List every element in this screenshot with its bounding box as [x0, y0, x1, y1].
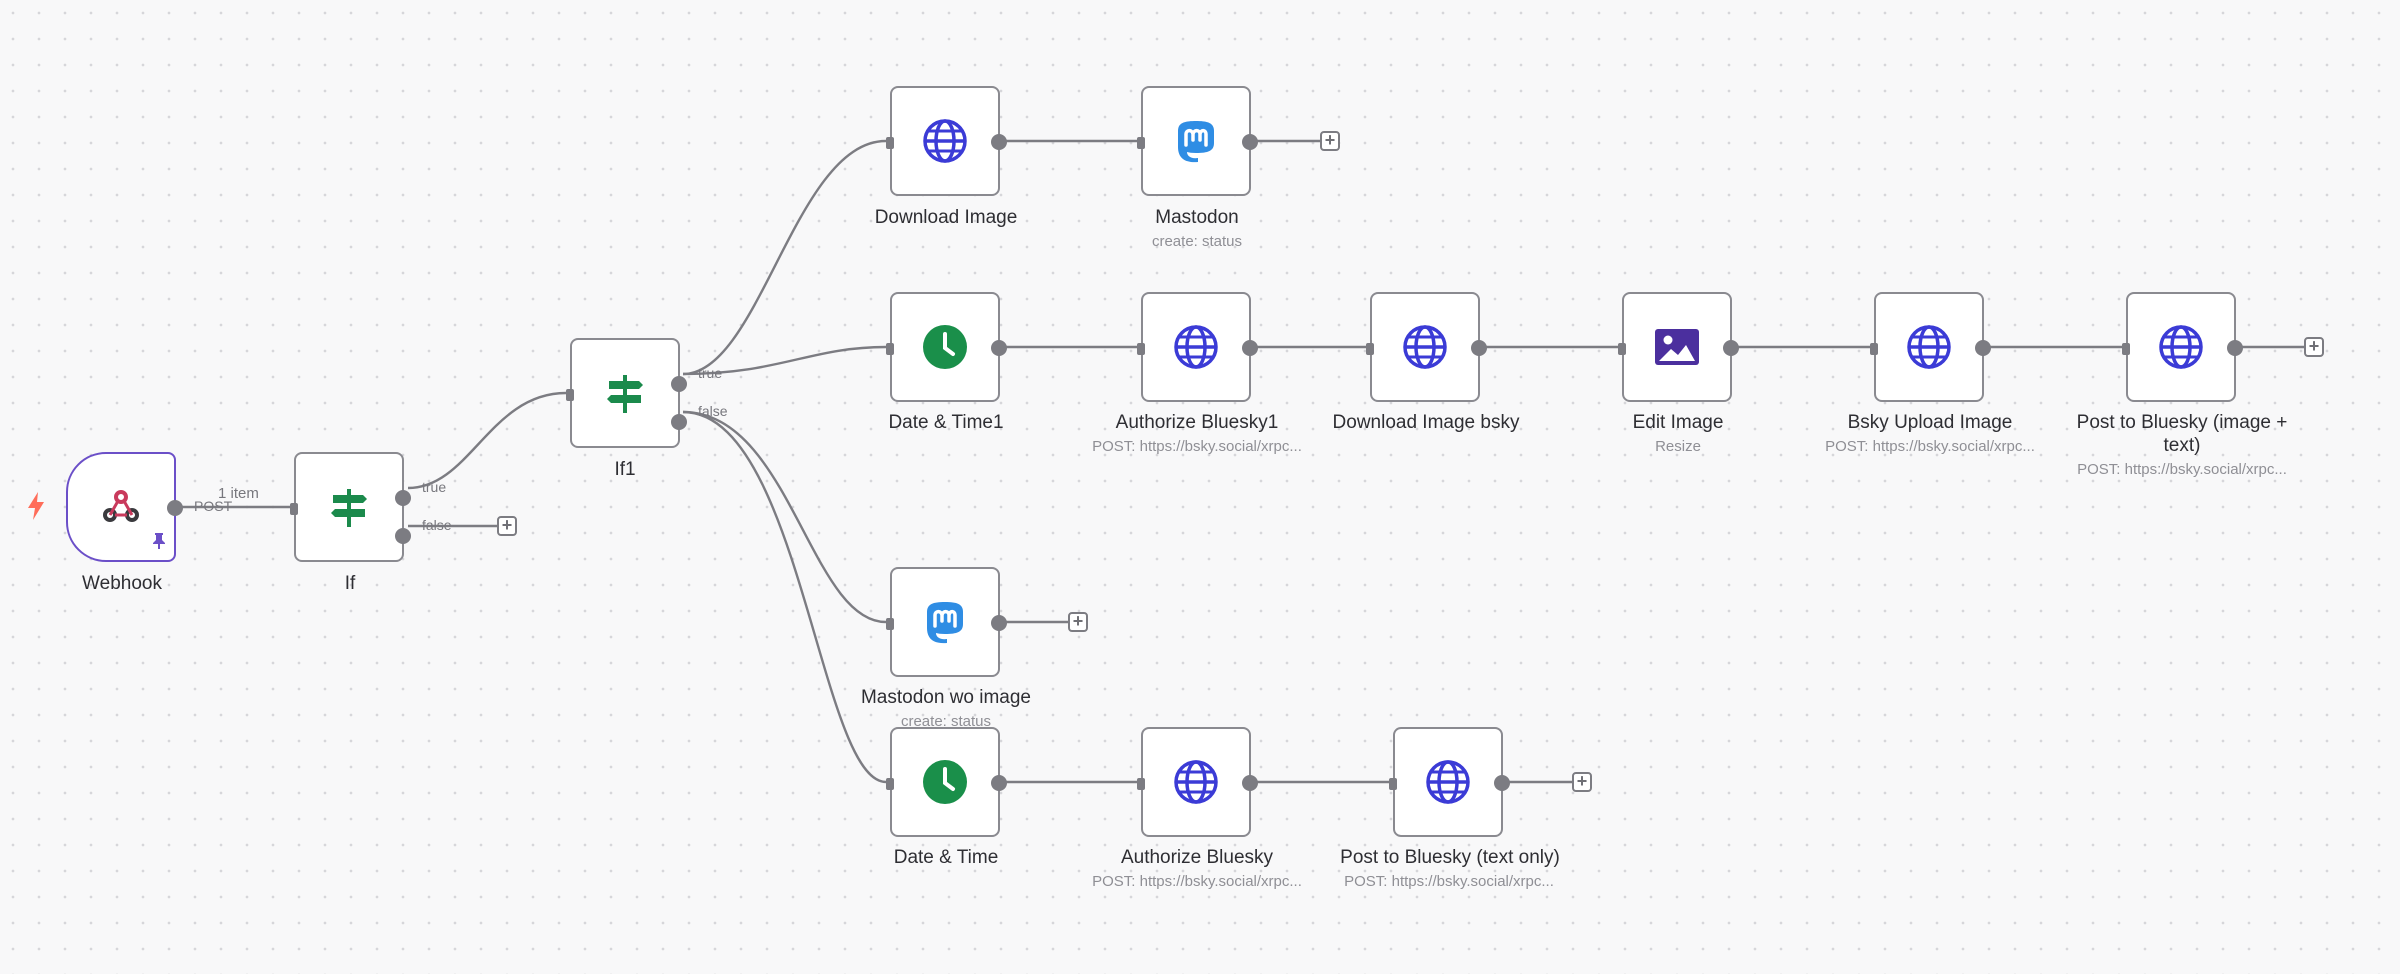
- signpost-icon: [331, 489, 367, 527]
- node-label: If: [344, 573, 356, 594]
- node-date-time1[interactable]: [886, 292, 1007, 402]
- add-node-button[interactable]: +: [497, 516, 517, 536]
- globe-icon: [1403, 325, 1447, 369]
- output-port[interactable]: [991, 340, 1007, 356]
- node-subtitle: POST: https://bsky.social/xrpc...: [1344, 873, 1554, 890]
- edge-if1-true-download-image: [682, 139, 887, 376]
- node-mastodon[interactable]: [1137, 86, 1258, 196]
- add-node-button[interactable]: +: [1068, 612, 1088, 632]
- input-port[interactable]: [2122, 343, 2130, 355]
- node-subtitle: POST: https://bsky.social/xrpc...: [1092, 873, 1302, 890]
- output-port[interactable]: [1242, 340, 1258, 356]
- node-label: Authorize Bluesky1: [1115, 412, 1279, 433]
- output-port-false[interactable]: [671, 414, 687, 430]
- output-port-true[interactable]: [395, 490, 411, 506]
- signpost-icon: [607, 375, 643, 413]
- node-edit-image[interactable]: [1618, 292, 1739, 402]
- node-download-image-bsky[interactable]: [1366, 292, 1487, 402]
- node-download-image[interactable]: [886, 86, 1007, 196]
- item-count-label: 1 item: [218, 485, 259, 502]
- node-label: Mastodon: [1155, 207, 1239, 228]
- globe-icon: [1174, 325, 1218, 369]
- output-label: POST: [194, 498, 233, 514]
- input-port[interactable]: [566, 389, 574, 401]
- false-branch-label: false: [698, 403, 728, 419]
- node-label: Mastodon wo image: [860, 687, 1032, 708]
- output-port[interactable]: [1494, 775, 1510, 791]
- add-node-button[interactable]: +: [2304, 337, 2324, 357]
- edge-if1-false-mastodon-wo-image: [682, 410, 887, 624]
- input-port[interactable]: [1366, 343, 1374, 355]
- output-port[interactable]: [991, 775, 1007, 791]
- node-label: Bsky Upload Image: [1847, 412, 2013, 433]
- add-node-button[interactable]: +: [1572, 772, 1592, 792]
- input-port[interactable]: [886, 618, 894, 630]
- true-branch-label: true: [422, 479, 447, 495]
- node-label: Authorize Bluesky: [1120, 847, 1274, 868]
- add-node-button[interactable]: +: [1320, 131, 1340, 151]
- output-port[interactable]: [2227, 340, 2243, 356]
- node-label: Edit Image: [1632, 412, 1724, 433]
- globe-icon: [2159, 325, 2203, 369]
- input-port[interactable]: [1389, 778, 1397, 790]
- node-date-time[interactable]: [886, 727, 1007, 837]
- false-branch-label: false: [422, 517, 452, 533]
- output-port[interactable]: [1723, 340, 1739, 356]
- output-port-false[interactable]: [395, 528, 411, 544]
- node-if1[interactable]: [566, 338, 687, 448]
- input-port[interactable]: [290, 503, 298, 515]
- image-icon: [1655, 329, 1699, 365]
- webhook-icon: [103, 490, 139, 522]
- node-label: Webhook: [82, 573, 162, 594]
- node-subtitle: create: status: [900, 713, 992, 730]
- node-mastodon-wo-image[interactable]: [886, 567, 1007, 677]
- output-port[interactable]: [1242, 775, 1258, 791]
- output-port[interactable]: [1471, 340, 1487, 356]
- globe-icon: [1426, 760, 1470, 804]
- globe-icon: [1907, 325, 1951, 369]
- mastodon-icon: [1178, 121, 1214, 163]
- node-authorize-bluesky[interactable]: [1137, 727, 1258, 837]
- node-post-to-bluesky-text[interactable]: [1389, 727, 1510, 837]
- output-port[interactable]: [167, 500, 183, 516]
- node-subtitle: POST: https://bsky.social/xrpc...: [2077, 461, 2287, 478]
- true-branch-label: true: [698, 365, 723, 381]
- globe-icon: [1174, 760, 1218, 804]
- node-label: Date & Time: [893, 847, 999, 868]
- node-subtitle: create: status: [1151, 233, 1243, 250]
- input-port[interactable]: [1618, 343, 1626, 355]
- node-webhook[interactable]: [66, 452, 183, 562]
- input-port[interactable]: [1137, 778, 1145, 790]
- input-port[interactable]: [1870, 343, 1878, 355]
- node-subtitle: POST: https://bsky.social/xrpc...: [1825, 438, 2035, 455]
- node-bsky-upload-image[interactable]: [1870, 292, 1991, 402]
- lightning-bolt-icon: [28, 492, 44, 527]
- node-subtitle: Resize: [1655, 438, 1701, 455]
- node-label: Download Image bsky: [1332, 412, 1520, 433]
- clock-icon: [923, 760, 967, 804]
- output-port[interactable]: [991, 134, 1007, 150]
- node-if[interactable]: [290, 452, 411, 562]
- output-port[interactable]: [1242, 134, 1258, 150]
- output-port-true[interactable]: [671, 376, 687, 392]
- output-port[interactable]: [1975, 340, 1991, 356]
- input-port[interactable]: [886, 137, 894, 149]
- input-port[interactable]: [886, 343, 894, 355]
- node-subtitle: POST: https://bsky.social/xrpc...: [1092, 438, 1302, 455]
- node-label: Date & Time1: [888, 412, 1004, 433]
- node-post-to-bluesky-image[interactable]: [2122, 292, 2243, 402]
- clock-icon: [923, 325, 967, 369]
- input-port[interactable]: [1137, 137, 1145, 149]
- node-label: Post to Bluesky (image + text): [2076, 412, 2288, 456]
- input-port[interactable]: [1137, 343, 1145, 355]
- pin-icon: [152, 533, 166, 554]
- node-label: Post to Bluesky (text only): [1340, 847, 1560, 868]
- input-port[interactable]: [886, 778, 894, 790]
- output-port[interactable]: [991, 615, 1007, 631]
- mastodon-icon: [927, 602, 963, 644]
- node-authorize-bluesky1[interactable]: [1137, 292, 1258, 402]
- node-label: Download Image: [874, 207, 1018, 228]
- node-label: If1: [614, 459, 636, 480]
- globe-icon: [923, 119, 967, 163]
